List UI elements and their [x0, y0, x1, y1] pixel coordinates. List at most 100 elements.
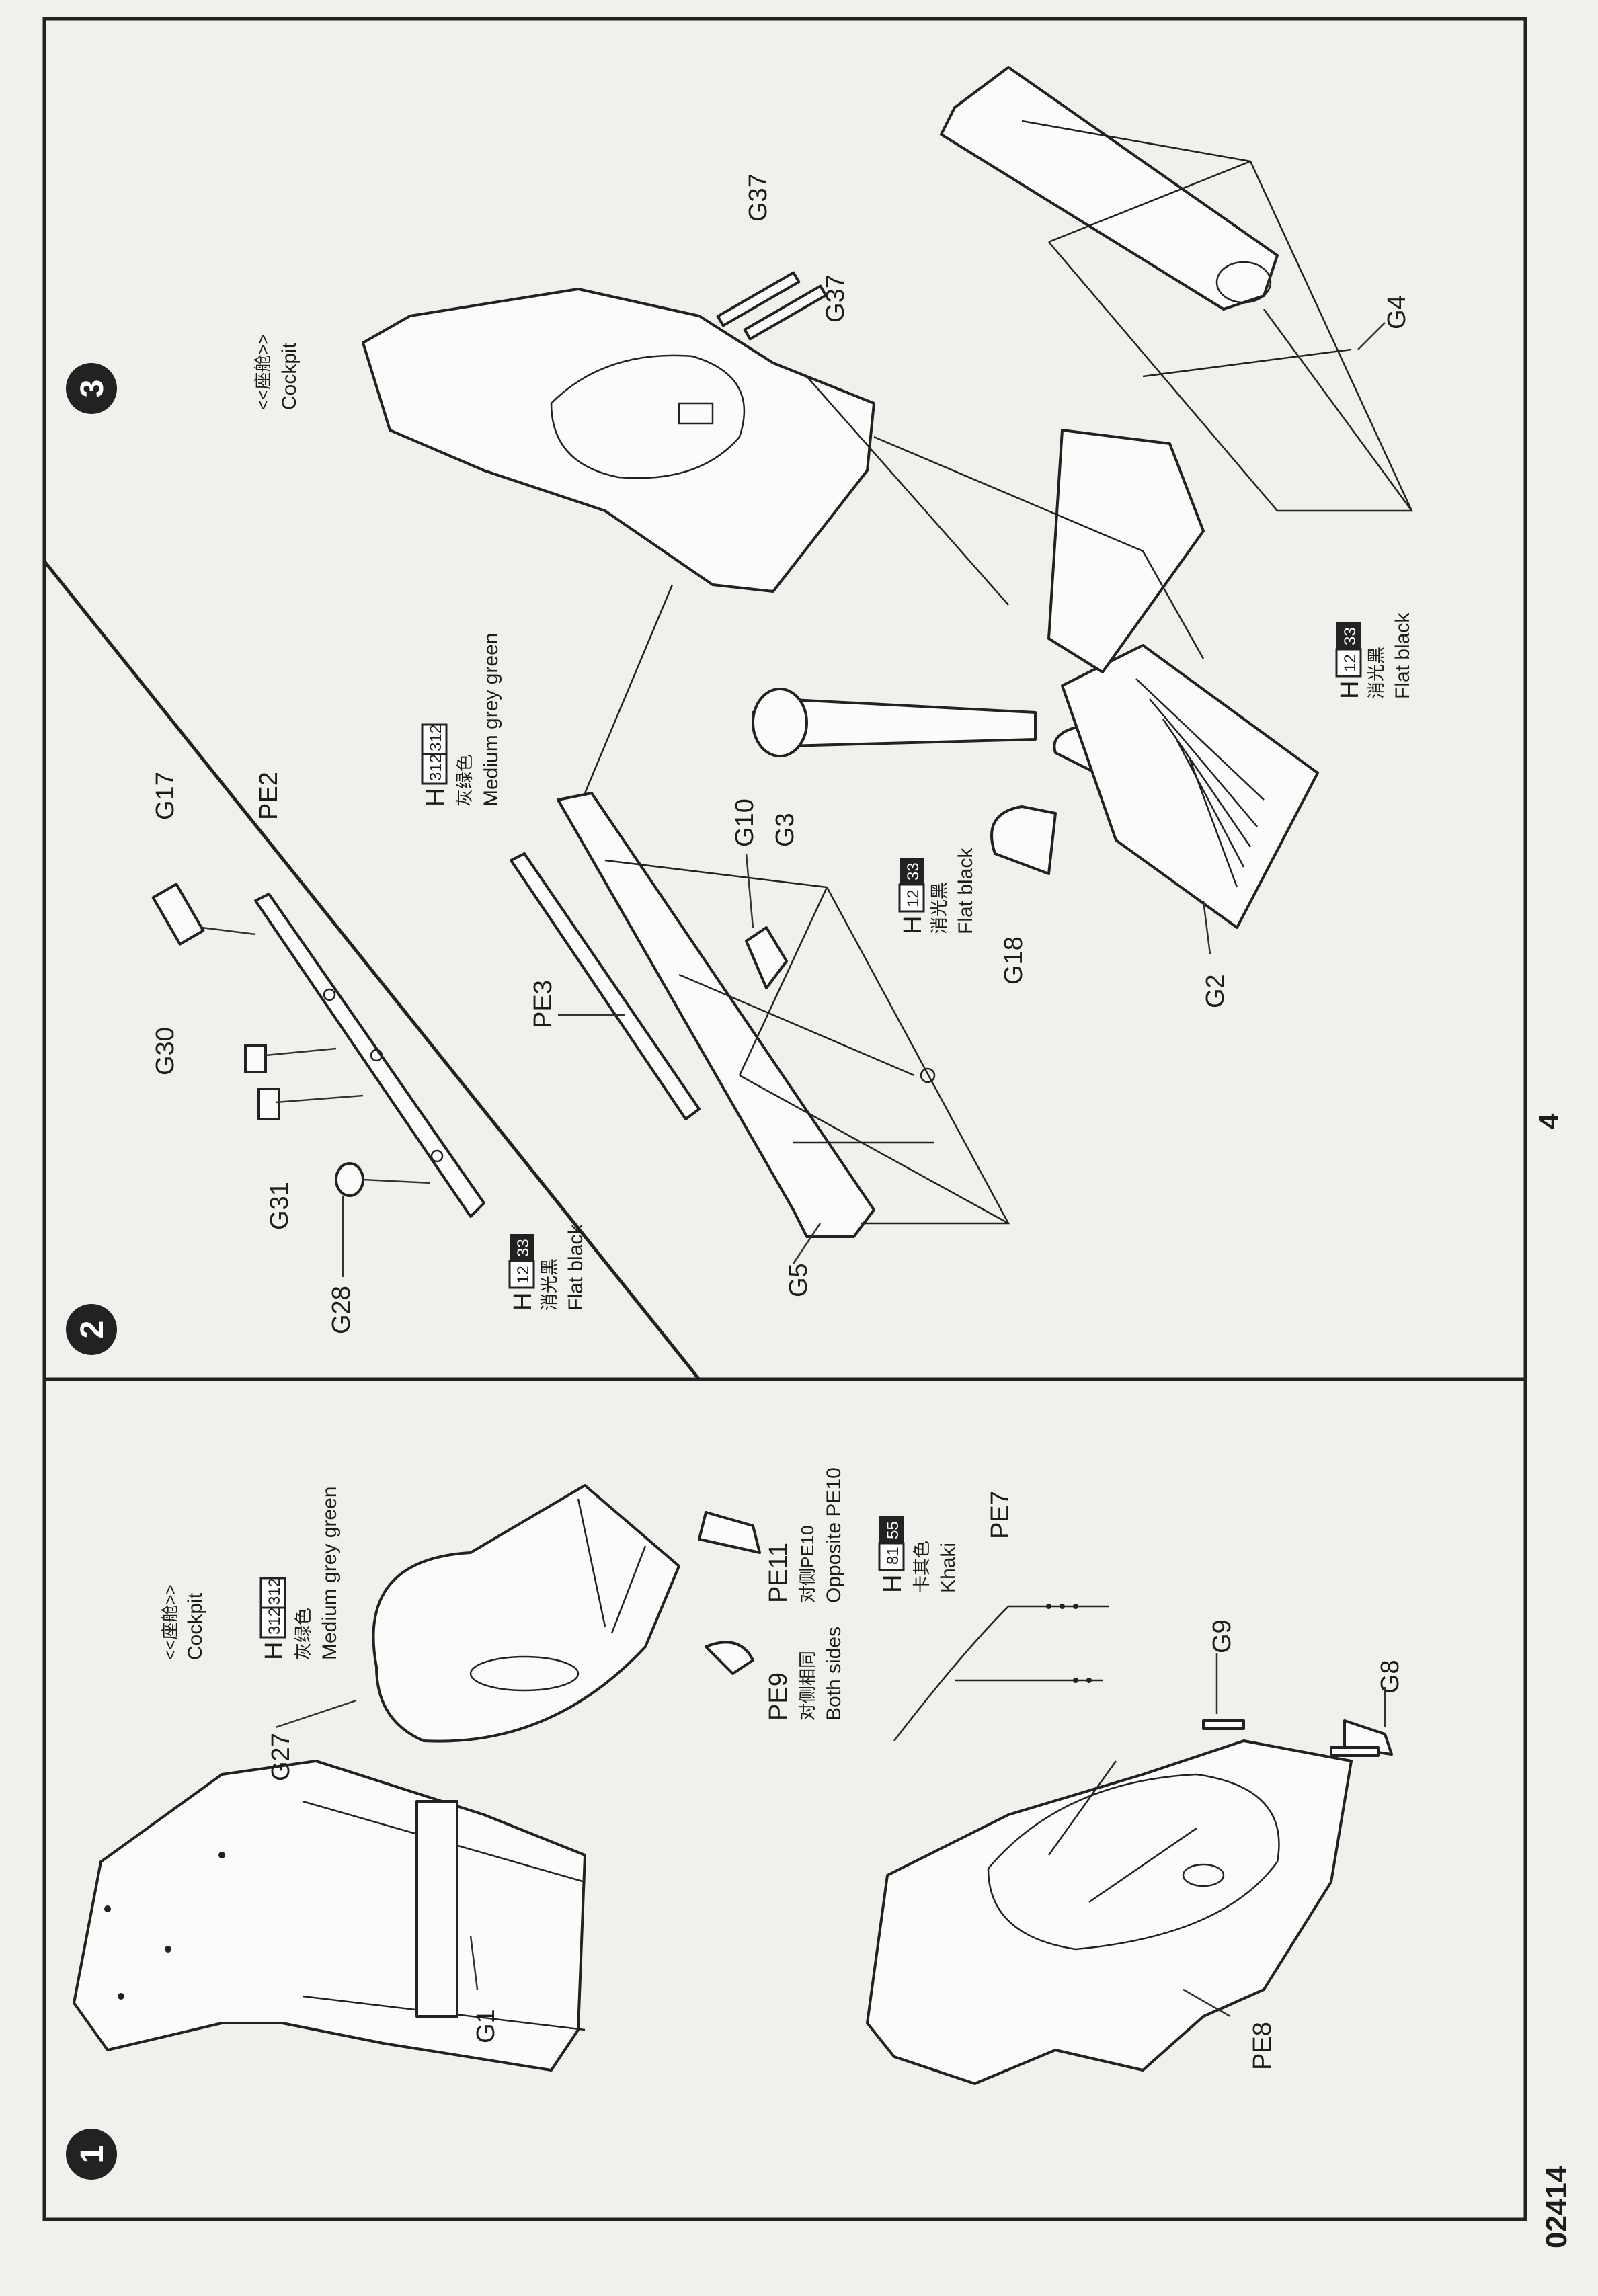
part-g5-frame	[557, 792, 875, 1238]
label-g3: G3	[771, 813, 799, 847]
svg-text:312: 312	[427, 754, 445, 781]
part-g37-a	[716, 271, 801, 327]
label-g31: G31	[266, 1182, 294, 1230]
paint-en-1: Medium grey green	[319, 1487, 341, 1660]
svg-text:H: H	[879, 1575, 907, 1593]
part-g1-floor	[73, 1760, 586, 2072]
label-g18: G18	[1000, 936, 1028, 985]
label-pe3: PE3	[529, 980, 557, 1028]
part-g10	[745, 926, 788, 989]
label-g37-b: G37	[822, 274, 850, 323]
label-g1: G1	[472, 2009, 500, 2043]
part-g28	[335, 1162, 364, 1197]
step-1-title-en: Cockpit	[184, 1592, 206, 1660]
svg-text:H: H	[1336, 681, 1364, 699]
svg-text:312: 312	[427, 725, 445, 751]
seat-lower	[866, 1739, 1353, 2085]
svg-text:33: 33	[1341, 627, 1359, 645]
paint-tag-medium-grey-green: H 312 312	[259, 1577, 288, 1660]
label-g8: G8	[1376, 1659, 1404, 1694]
paint-en-fb2: Flat black	[955, 848, 977, 934]
step-1-number: 1	[75, 2145, 110, 2164]
label-g17: G17	[151, 772, 179, 820]
svg-text:H: H	[422, 788, 450, 807]
label-pe11: PE11	[764, 1543, 793, 1603]
label-g10: G10	[731, 798, 759, 847]
paint-cn-fb3: 消光黑	[1366, 647, 1386, 699]
part-g31	[257, 1088, 280, 1120]
paint-tag-flat-black-2: H 12 33	[898, 858, 927, 934]
step-3-title-cn: <<座舱>>	[253, 334, 273, 410]
label-pe2: PE2	[255, 772, 283, 820]
step-3-badge	[66, 363, 117, 414]
svg-text:312: 312	[266, 1608, 284, 1635]
label-g9: G9	[1208, 1619, 1236, 1653]
paint-tag-medium-grey-green-2: H 312 312	[421, 723, 450, 807]
part-g4-frame	[940, 66, 1279, 311]
step-1-title-cn: <<座舱>>	[160, 1584, 180, 1660]
label-g30: G30	[151, 1027, 179, 1075]
svg-text:12: 12	[1341, 654, 1359, 672]
paint-cn-1: 灰绿色	[293, 1608, 313, 1660]
paint-cn-khaki: 卡其色	[912, 1541, 932, 1593]
part-g9	[1202, 1719, 1245, 1730]
paint-cn-fb1: 消光黑	[539, 1258, 559, 1311]
seat-assembly	[362, 288, 875, 593]
label-g5: G5	[785, 1263, 813, 1297]
divider-step2-3	[43, 560, 701, 1381]
svg-text:33: 33	[904, 862, 922, 880]
svg-text:81: 81	[884, 1547, 902, 1565]
pe11-note-cn: 对侧PE10	[797, 1525, 817, 1603]
label-g27: G27	[267, 1733, 295, 1781]
paint-tag-flat-black-3: H 12 33	[1335, 622, 1364, 699]
svg-text:55: 55	[884, 1521, 902, 1539]
paint-en-khaki: Khaki	[937, 1543, 959, 1593]
step-1-badge	[66, 2129, 117, 2180]
part-pe9	[705, 1641, 754, 1675]
label-pe7: PE7	[986, 1491, 1014, 1539]
sheet-frame	[42, 17, 1527, 2221]
svg-text:H: H	[260, 1642, 288, 1660]
step-2-number: 2	[75, 1321, 110, 1339]
part-g27-seat	[372, 1484, 680, 1743]
paint-cn-mgg2: 灰绿色	[454, 754, 475, 807]
part-g8	[1343, 1719, 1393, 1756]
svg-text:H: H	[899, 916, 927, 934]
label-g2: G2	[1201, 974, 1230, 1008]
pe11-note-en: Opposite PE10	[823, 1467, 845, 1603]
step-2-badge	[66, 1304, 117, 1355]
svg-text:312: 312	[266, 1578, 284, 1605]
part-g37-b	[743, 284, 828, 341]
step-3-panel: 3 <<座舱>> Cockpit G37 G37 G4 H 12 33 消光黑 …	[66, 66, 1414, 794]
part-g17	[151, 883, 205, 946]
label-pe9: PE9	[764, 1672, 793, 1721]
step-1-panel: 1 <<座舱>> Cockpit H 312 312 灰绿色 Medium gr…	[66, 1467, 1404, 2180]
part-g30	[244, 1044, 267, 1073]
part-g2-floor	[1061, 644, 1319, 929]
svg-text:12: 12	[904, 889, 922, 907]
part-g18	[990, 805, 1057, 875]
label-pe8: PE8	[1248, 2022, 1277, 2070]
svg-text:H: H	[509, 1293, 537, 1311]
step-3-number: 3	[75, 380, 110, 398]
label-g37-a: G37	[744, 173, 772, 222]
paint-en-mgg2: Medium grey green	[480, 633, 502, 807]
part-pe7-harness	[893, 1605, 1109, 1741]
svg-text:33: 33	[514, 1239, 532, 1257]
part-pe3	[510, 852, 701, 1120]
paint-en-fb3: Flat black	[1392, 612, 1414, 699]
page-number: 4	[1533, 1113, 1564, 1129]
label-g4: G4	[1383, 295, 1411, 329]
paint-en-fb1: Flat black	[565, 1224, 587, 1311]
kit-code: 02414	[1540, 2166, 1573, 2248]
paint-cn-fb2: 消光黑	[929, 882, 949, 934]
paint-tag-khaki: H 81 55	[878, 1516, 907, 1593]
svg-text:12: 12	[514, 1266, 532, 1284]
step-2-panel: 2 G17 PE2 G30 G31 G28 H 12 33 消光黑 Flat b…	[66, 429, 1319, 1355]
part-pe2	[254, 893, 485, 1218]
step-3-title-en: Cockpit	[278, 342, 301, 410]
pe9-note-en: Both sides	[823, 1627, 845, 1721]
label-g28: G28	[327, 1286, 356, 1334]
paint-tag-flat-black-1: H 12 33	[508, 1234, 537, 1311]
